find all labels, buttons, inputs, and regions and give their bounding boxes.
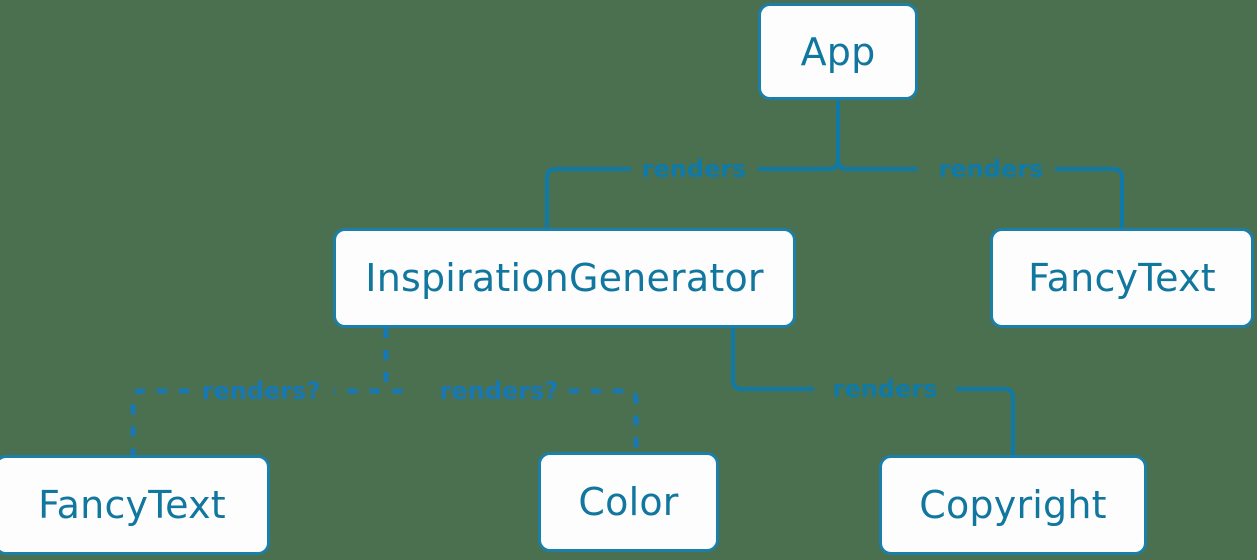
edge-label-inspiration-to-copyright: renders [832, 375, 938, 403]
edge-label-app-to-inspiration-generator: renders [641, 155, 747, 183]
node-copyright[interactable]: Copyright [879, 455, 1147, 555]
edge-label-inspiration-to-fancytext: renders? [201, 377, 321, 405]
node-color[interactable]: Color [538, 452, 719, 552]
node-fancytext-right[interactable]: FancyText [990, 228, 1254, 328]
node-fancytext-bottom-left[interactable]: FancyText [0, 455, 270, 555]
edge-inspiration-to-color [383, 328, 639, 452]
node-inspiration-generator[interactable]: InspirationGenerator [333, 228, 796, 328]
edge-label-inspiration-to-color: renders? [439, 377, 559, 405]
edge-inspiration-to-fancytext-bottom-left [130, 328, 389, 455]
edge-app-to-fancytext-right [836, 100, 1124, 228]
edge-label-app-to-fancytext-right: renders [938, 155, 1044, 183]
edge-inspiration-to-copyright [731, 328, 1015, 455]
node-app[interactable]: App [758, 3, 918, 100]
